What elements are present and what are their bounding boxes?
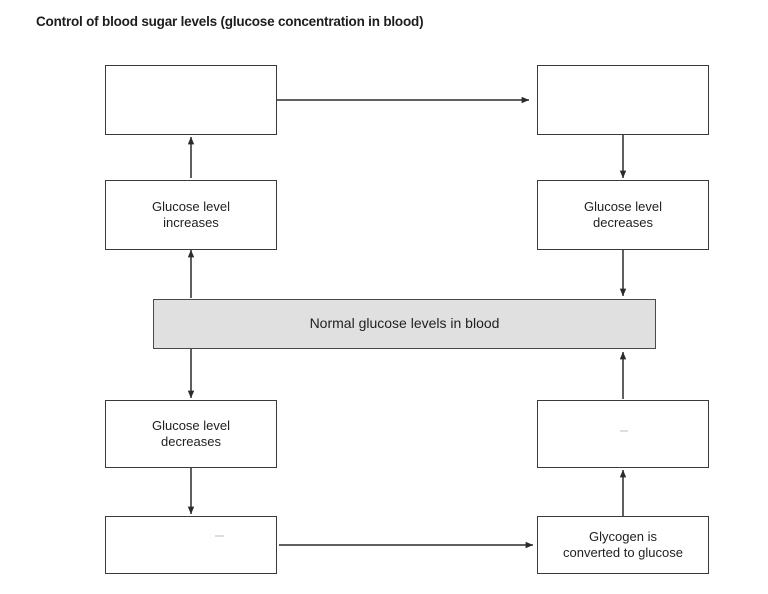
page-title: Control of blood sugar levels (glucose c… [36,14,424,29]
node-top-right[interactable] [537,65,709,135]
node-glucose-level-decreases-upper-label: Glucose level decreases [583,198,663,230]
node-glucose-level-increases[interactable]: Glucose level increases [105,180,277,250]
scan-artifact [620,430,628,432]
node-top-left[interactable] [105,65,277,135]
node-mid-lower-right[interactable] [537,400,709,468]
node-bottom-left[interactable] [105,516,277,574]
node-glucose-level-decreases-lower-label: Glucose level decreases [151,417,231,449]
node-glycogen-converted-to-glucose[interactable]: Glycogen is converted to glucose [537,516,709,574]
node-glucose-level-increases-label: Glucose level increases [151,198,231,230]
node-glycogen-converted-to-glucose-label: Glycogen is converted to glucose [563,528,683,560]
scan-artifact [215,535,224,537]
node-glucose-level-decreases-upper[interactable]: Glucose level decreases [537,180,709,250]
node-normal-glucose-band[interactable]: Normal glucose levels in blood [153,299,656,349]
node-glucose-level-decreases-lower[interactable]: Glucose level decreases [105,400,277,468]
node-normal-glucose-band-label: Normal glucose levels in blood [309,315,500,332]
